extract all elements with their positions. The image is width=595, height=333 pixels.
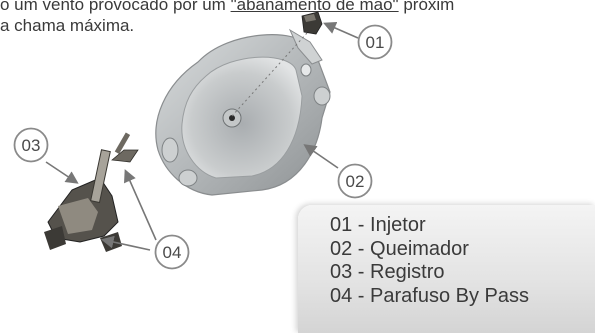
burner-part [155, 28, 331, 196]
legend-item: 02 - Queimador [330, 237, 469, 260]
intro-text: o um vento provocado por um "abanamento … [0, 0, 595, 36]
valve-register-part [44, 149, 122, 252]
legend-item: 01 - Injetor [330, 214, 426, 236]
intro-underlined-phrase: "abanamento de mão" [230, 0, 399, 14]
callout-04-label: 04 [163, 243, 182, 262]
intro-line-1-tail: próxim [398, 0, 455, 14]
callout-01: 01 [357, 24, 393, 60]
callout-01-label: 01 [366, 33, 385, 52]
callout-03: 03 [13, 127, 49, 163]
parts-legend-list: 01 - Injetor 02 - Queimador 03 - Registr… [330, 214, 529, 308]
callout-02: 02 [337, 163, 373, 199]
intro-line-2: a chama máxima. [0, 16, 135, 35]
intro-line-1-text: o um vento provocado por um [0, 0, 231, 14]
intro-line-1: o um vento provocado por um "abanamento … [0, 0, 595, 15]
callout-03-label: 03 [22, 136, 41, 155]
callout-04: 04 [154, 234, 190, 270]
callout-arrows [45, 21, 359, 251]
bypass-screw-part [111, 132, 139, 163]
injector-part [231, 11, 323, 117]
callout-02-label: 02 [346, 172, 365, 191]
legend-item: 03 - Registro [330, 261, 445, 283]
legend-item: 04 - Parafuso By Pass [330, 284, 529, 307]
parts-legend: 01 - Injetor 02 - Queimador 03 - Registr… [298, 205, 595, 333]
